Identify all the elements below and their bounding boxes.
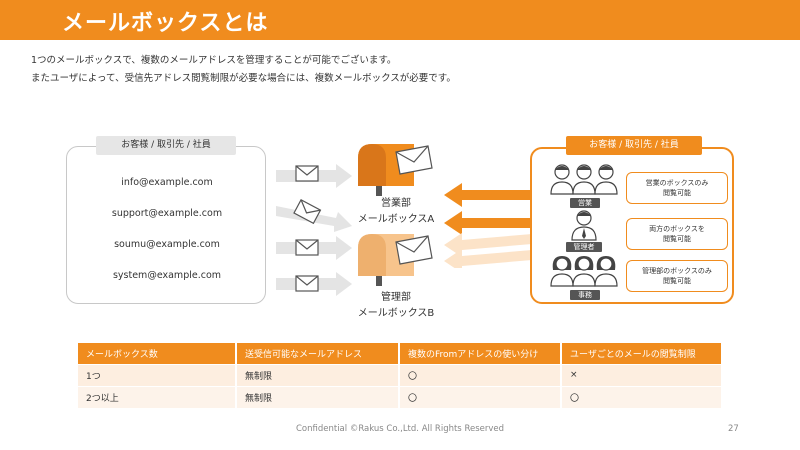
envelope-icon xyxy=(395,235,433,265)
arrow-to-mailbox-a xyxy=(444,183,532,207)
table-row: 1つ 無制限 〇 × xyxy=(78,363,723,386)
group-label-sales: 営業 xyxy=(570,198,600,208)
note-sales: 営業のボックスのみ 閲覧可能 xyxy=(645,179,709,197)
table-cell: 1つ xyxy=(78,363,237,386)
note-bubble: 両方のボックスを 閲覧可能 xyxy=(626,218,728,250)
manager-icon xyxy=(571,210,597,241)
mailbox-a-name: メールボックスA xyxy=(357,214,435,225)
mailbox-b-name: メールボックスB xyxy=(357,308,435,319)
note-office: 管理部のボックスのみ 閲覧可能 xyxy=(642,267,712,285)
note-bubble: 管理部のボックスのみ 閲覧可能 xyxy=(626,260,728,292)
table-cell: 〇 xyxy=(399,363,562,386)
sales-team-icon xyxy=(550,164,618,195)
email-address: soumu@example.com xyxy=(114,239,220,250)
comparison-table: メールボックス数 送受信可能なメールアドレス 複数のFromアドレスの使い分け … xyxy=(78,343,723,408)
mailbox-a-dept: 営業部 xyxy=(381,198,411,209)
envelope-icon xyxy=(395,145,433,175)
group-label-office: 事務 xyxy=(570,290,600,300)
email-address: support@example.com xyxy=(111,208,223,219)
table-header: メールボックス数 xyxy=(78,343,237,364)
table-cell: 無制限 xyxy=(236,363,400,386)
viewers-tag: お客様 / 取引先 / 社員 xyxy=(566,136,702,155)
table-cell: 〇 xyxy=(399,385,562,408)
footer-copyright: Confidential ©Rakus Co.,Ltd. All Rights … xyxy=(295,424,505,434)
mailbox-b-icon xyxy=(358,234,433,286)
mailbox-b-dept: 管理部 xyxy=(381,292,411,303)
envelope-icon xyxy=(295,165,319,182)
table-header: 送受信可能なメールアドレス xyxy=(236,343,400,364)
senders-tag: お客様 / 取引先 / 社員 xyxy=(96,136,236,155)
table-cell: × xyxy=(561,363,723,386)
table-header: 複数のFromアドレスの使い分け xyxy=(399,343,562,364)
senders-panel: info@example.com support@example.com sou… xyxy=(66,146,266,304)
table-header: ユーザごとのメールの閲覧制限 xyxy=(561,343,723,364)
office-team-icon xyxy=(550,256,618,287)
intro-line-1: 1つのメールボックスで、複数のメールアドレスを管理することが可能でございます。 xyxy=(31,55,397,66)
table-row: 2つ以上 無制限 〇 〇 xyxy=(78,385,723,408)
arrow-to-mailbox-b xyxy=(444,233,532,257)
table-cell: 〇 xyxy=(561,385,723,408)
note-bubble: 営業のボックスのみ 閲覧可能 xyxy=(626,172,728,204)
table-cell: 無制限 xyxy=(236,385,400,408)
incoming-mail-flow xyxy=(276,164,352,296)
envelope-icon xyxy=(295,275,319,292)
page-title: メールボックスとは xyxy=(62,11,269,36)
table-cell: 2つ以上 xyxy=(78,385,237,408)
title-bar: メールボックスとは xyxy=(0,0,800,40)
access-arrows xyxy=(444,183,532,268)
email-address: system@example.com xyxy=(112,270,222,281)
mailbox-a-icon xyxy=(358,144,433,196)
arrow-to-mailbox-a xyxy=(444,211,532,235)
email-address: info@example.com xyxy=(121,177,213,188)
envelope-icon xyxy=(295,239,319,256)
page-number: 27 xyxy=(728,424,739,434)
table-header-row: メールボックス数 送受信可能なメールアドレス 複数のFromアドレスの使い分け … xyxy=(78,343,723,364)
note-manager: 両方のボックスを 閲覧可能 xyxy=(649,225,705,243)
intro-line-2: またユーザによって、受信先アドレス閲覧制限が必要な場合には、複数メールボックスが… xyxy=(31,73,456,84)
envelope-icon xyxy=(293,198,322,225)
group-label-manager: 管理者 xyxy=(566,242,602,252)
arrow-to-mailbox-b xyxy=(444,249,532,268)
